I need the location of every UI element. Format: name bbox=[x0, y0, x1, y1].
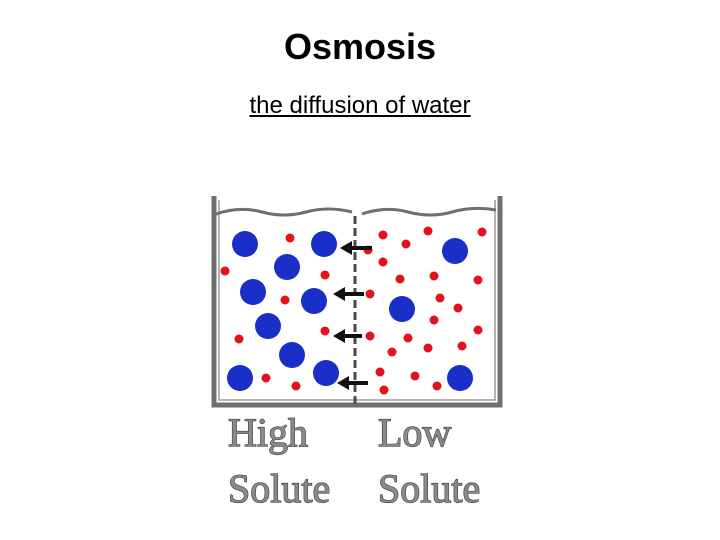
slide-title: Osmosis bbox=[283, 26, 437, 67]
water-molecule bbox=[473, 275, 483, 285]
water-molecule bbox=[429, 315, 439, 325]
water-molecule bbox=[401, 239, 411, 249]
label-low: Low bbox=[378, 410, 451, 455]
water-surface bbox=[215, 207, 353, 217]
water-molecule bbox=[320, 326, 330, 336]
water-molecule bbox=[457, 341, 467, 351]
water-molecule bbox=[453, 303, 463, 313]
solute-molecule bbox=[311, 231, 337, 257]
water-molecule bbox=[320, 270, 330, 280]
solute-molecule bbox=[227, 365, 253, 391]
solute-molecule bbox=[255, 313, 281, 339]
solute-molecule bbox=[389, 296, 415, 322]
label-solute-left: Solute bbox=[228, 466, 330, 511]
water-molecule bbox=[220, 266, 230, 276]
solute-molecule bbox=[301, 288, 327, 314]
container-outline bbox=[211, 196, 503, 408]
water-flow-arrow bbox=[333, 287, 364, 301]
water-molecule bbox=[378, 257, 388, 267]
solute-molecule bbox=[232, 231, 258, 257]
solute-molecule bbox=[447, 365, 473, 391]
water-molecule bbox=[387, 347, 397, 357]
water-molecule bbox=[429, 271, 439, 281]
water-molecule bbox=[261, 373, 271, 383]
solute-molecule bbox=[313, 360, 339, 386]
water-molecule bbox=[403, 333, 413, 343]
water-molecule bbox=[379, 385, 389, 395]
slide-subtitle: the diffusion of water bbox=[249, 92, 471, 119]
water-molecule bbox=[410, 371, 420, 381]
water-molecule bbox=[423, 343, 433, 353]
water-molecule bbox=[423, 226, 433, 236]
water-molecule bbox=[477, 227, 487, 237]
label-solute-right: Solute bbox=[378, 466, 480, 511]
water-molecule bbox=[365, 331, 375, 341]
solute-molecule bbox=[240, 279, 266, 305]
solute-molecule bbox=[442, 238, 468, 264]
solute-molecule bbox=[279, 342, 305, 368]
label-high: High bbox=[228, 410, 308, 455]
solute-molecule bbox=[274, 254, 300, 280]
water-molecule bbox=[285, 233, 295, 243]
water-molecule bbox=[234, 334, 244, 344]
water-molecule bbox=[473, 325, 483, 335]
water-molecule bbox=[375, 367, 385, 377]
water-flow-arrow bbox=[340, 241, 372, 255]
water-surface-right bbox=[361, 206, 497, 217]
water-flow-arrow bbox=[333, 329, 362, 343]
water-molecule bbox=[395, 274, 405, 284]
water-molecule bbox=[432, 381, 442, 391]
water-molecule bbox=[435, 293, 445, 303]
water-molecule bbox=[291, 381, 301, 391]
container-inner-line bbox=[218, 200, 496, 401]
water-molecule bbox=[365, 289, 375, 299]
water-molecule bbox=[378, 230, 388, 240]
water-flow-arrow bbox=[337, 376, 368, 390]
water-molecule bbox=[280, 295, 290, 305]
